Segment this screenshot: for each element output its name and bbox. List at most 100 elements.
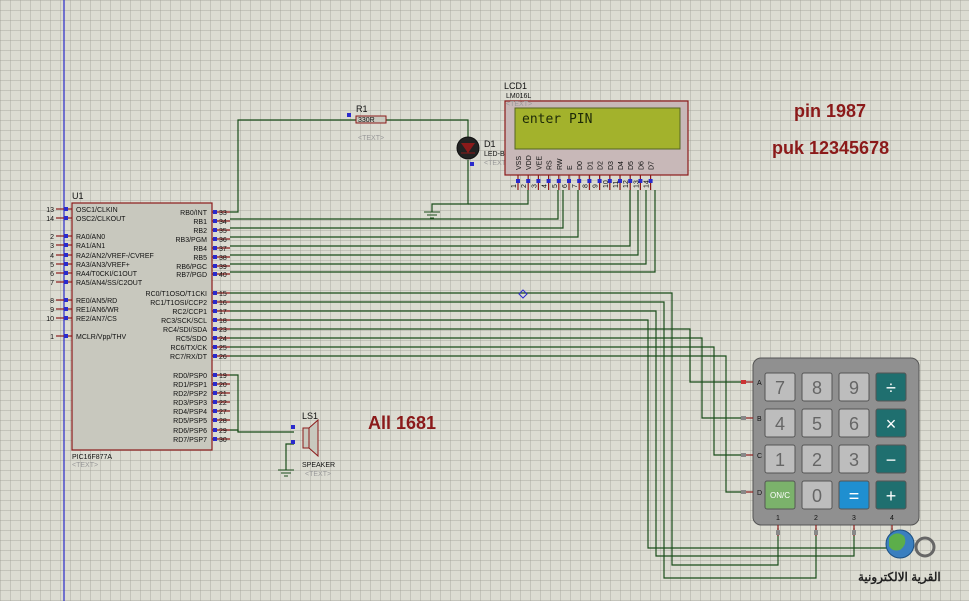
keypad-key-face[interactable] [801, 444, 833, 474]
mcu-pin-number: 1 [50, 334, 54, 341]
keypad-key[interactable]: = [838, 480, 870, 510]
lcd-pin-marker [546, 179, 551, 183]
speaker-text-placeholder: <TEXT> [305, 471, 331, 478]
wire-rc6-rc [230, 346, 742, 456]
mcu-pin-name: MCLR/Vpp/THV [76, 334, 127, 341]
mcu-pin-name: RC5/SDO [176, 336, 208, 343]
keypad-key-face[interactable] [838, 372, 870, 402]
lcd-lcd1[interactable]: enter PIN LCD1 LM016L <TEXT> VSS1VDD2VEE… [504, 81, 689, 190]
mcu-pin-number: 3 [50, 243, 54, 250]
resistor-pin-marker [347, 113, 351, 117]
keypad-key-label: × [886, 414, 897, 434]
mcu-pin-name: RE1/AN6/WR [76, 307, 119, 314]
mcu-pin-name: RD5/PSP5 [173, 418, 207, 425]
led-part: LED-BLUE [484, 151, 519, 158]
keypad-key-face[interactable] [801, 408, 833, 438]
wire-rb5-d5 [230, 190, 639, 256]
lcd-pin-name: VSS [516, 156, 523, 170]
mcu-pin-number: 15 [219, 291, 227, 298]
keypad-key[interactable]: − [875, 444, 907, 474]
mcu-pin-name: RC2/CCP1 [172, 309, 207, 316]
keypad-key[interactable]: 9 [838, 372, 870, 402]
keypad-key[interactable]: 6 [838, 408, 870, 438]
keypad-key[interactable]: 1 [764, 444, 796, 474]
keypad-key-face[interactable] [838, 480, 870, 510]
keypad-key-label: 4 [775, 414, 785, 434]
keypad-key[interactable]: 0 [801, 480, 833, 510]
keypad-key[interactable]: ON/C [764, 480, 796, 510]
keypad-key[interactable]: × [875, 408, 907, 438]
resistor-body[interactable] [355, 115, 387, 124]
mcu-pin-marker [213, 255, 217, 259]
keypad-key-face[interactable] [875, 372, 907, 402]
keypad-key[interactable]: 3 [838, 444, 870, 474]
lcd-pin-marker [597, 179, 602, 183]
lcd-pin-marker [628, 179, 633, 183]
keypad-key-face[interactable] [764, 372, 796, 402]
keypad-key[interactable]: 2 [801, 444, 833, 474]
keypad-key[interactable]: + [875, 480, 907, 510]
lcd-pin-marker [556, 179, 561, 183]
lcd-pin-marker [526, 179, 531, 183]
led-d1[interactable]: D1 LED-BLUE <TEXT> [456, 136, 519, 167]
keypad-col-label: 2 [814, 515, 818, 522]
mcu-pin-number: 8 [50, 298, 54, 305]
keypad-key-face[interactable] [838, 408, 870, 438]
resistor-value: 330R [358, 117, 375, 124]
mcu-pin-marker [64, 307, 68, 311]
speaker-ls1[interactable]: LS1 SPEAKER <TEXT> [291, 411, 335, 478]
keypad-key-face[interactable] [764, 408, 796, 438]
led-ref: D1 [484, 139, 496, 149]
keypad-key[interactable]: 8 [801, 372, 833, 402]
mcu-pin-number: 40 [219, 272, 227, 279]
lcd-pin-name: D3 [608, 161, 615, 170]
wire-rc5-rb [230, 337, 742, 419]
keypad-key-face[interactable] [875, 444, 907, 474]
mcu-pin-name: RA0/AN0 [76, 234, 105, 241]
lcd-pin-name: VDD [526, 155, 533, 170]
keypad-key[interactable]: 4 [764, 408, 796, 438]
mcu-pin-marker [213, 210, 217, 214]
keypad-key-face[interactable] [764, 444, 796, 474]
keypad-key-face[interactable] [801, 372, 833, 402]
lcd-pin-number: 8 [582, 184, 589, 188]
mcu-pin-number: 19 [219, 373, 227, 380]
mcu-pin-marker [213, 428, 217, 432]
keypad-key-face[interactable] [838, 444, 870, 474]
mcu-pin-marker [213, 382, 217, 386]
resistor-r1[interactable]: R1 330R <TEXT> [347, 104, 387, 142]
mcu-pin-number: 16 [219, 300, 227, 307]
probe-marker[interactable] [518, 289, 528, 299]
keypad-key[interactable]: ÷ [875, 372, 907, 402]
wire-rc2-c3 [230, 310, 855, 557]
speaker-body[interactable] [302, 427, 310, 449]
keypad-key[interactable]: 5 [801, 408, 833, 438]
lcd-pin-marker [516, 179, 520, 183]
mcu-pin-name: RC6/TX/CK [170, 345, 207, 352]
keypad-key-label: − [886, 450, 897, 470]
keypad-key[interactable]: 7 [764, 372, 796, 402]
keypad-key-face[interactable] [875, 408, 907, 438]
keypad-key-face[interactable] [875, 480, 907, 510]
wire-rd6-spk [230, 429, 294, 433]
mcu-pin-marker [64, 334, 68, 338]
mcu-pin-number: 7 [50, 280, 54, 287]
mcu-pin-marker [213, 391, 217, 395]
mcu-pin-marker [213, 400, 217, 404]
keypad-key-label: = [849, 486, 860, 506]
mcu-pin-marker [64, 316, 68, 320]
mcu-body[interactable] [71, 202, 213, 451]
keypad-key-face[interactable] [801, 480, 833, 510]
mcu-pin-marker [213, 418, 217, 422]
mcu-pin-name: RC0/T1OSO/T1CKI [146, 291, 208, 298]
mcu-pin-number: 22 [219, 400, 227, 407]
lcd-pin-name: D2 [598, 161, 605, 170]
lcd-pin-number: 13 [633, 180, 640, 188]
keypad-key-face[interactable] [764, 480, 796, 510]
wire-rc0-c1 [230, 292, 779, 566]
